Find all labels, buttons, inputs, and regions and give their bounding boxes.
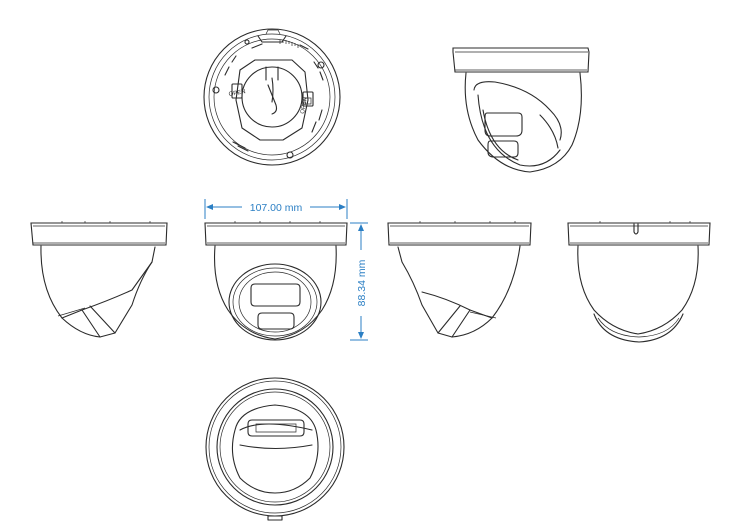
width-dimension: 107.00 mm [204,199,348,219]
top-dome-view [205,377,345,521]
open-label-right: OPEN [300,97,309,115]
height-dimension: 88.34 mm [350,222,368,341]
side-view-left [30,221,168,338]
open-label: OPEN [228,89,246,98]
base-mount-view: OPEN OPEN [203,28,341,166]
side-view-right [387,221,532,338]
front-view [204,221,348,341]
perspective-view [452,47,590,173]
back-view [567,221,711,343]
height-dimension-label: 88.34 mm [356,259,368,306]
width-dimension-label: 107.00 mm [250,202,303,214]
